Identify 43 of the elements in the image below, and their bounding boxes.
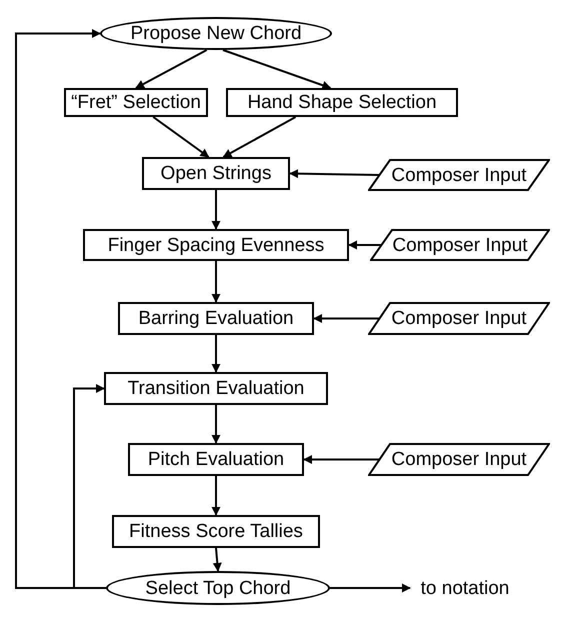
node-label: Composer Input	[391, 166, 527, 184]
arrow	[289, 169, 380, 178]
node-label: Fitness Score Tallies	[129, 522, 303, 541]
process-box	[118, 302, 314, 335]
arrow	[222, 49, 332, 90]
arrow	[212, 261, 220, 303]
process-box	[64, 88, 208, 117]
arrow	[73, 384, 106, 589]
node-label: Select Top Chord	[145, 578, 291, 598]
input-parallelogram	[370, 229, 550, 261]
node-label: Composer Input	[392, 236, 528, 254]
process-box	[112, 515, 320, 548]
node-label: Hand Shape Selection	[247, 93, 437, 112]
arrow	[152, 116, 210, 158]
arrow	[313, 314, 379, 323]
input-parallelogram	[368, 159, 550, 191]
arrow	[212, 476, 220, 516]
arrow	[212, 405, 220, 444]
node-label: “Fret” Selection	[71, 93, 201, 112]
input-parallelogram	[368, 302, 550, 335]
arrow	[212, 190, 220, 230]
node-label: Propose New Chord	[130, 24, 302, 43]
process-box	[226, 88, 458, 117]
arrow	[222, 116, 296, 158]
process-box	[128, 443, 304, 476]
node-label: Composer Input	[391, 309, 527, 328]
process-box	[104, 372, 328, 405]
arrow	[303, 455, 379, 464]
input-parallelogram	[368, 443, 550, 476]
edge-end-text: to notation	[420, 578, 510, 598]
node-label: Transition Evaluation	[128, 379, 304, 398]
arrow	[135, 49, 208, 89]
process-box	[142, 157, 290, 190]
node-label: Pitch Evaluation	[148, 450, 284, 469]
node-label: Composer Input	[391, 450, 527, 469]
node-label: Open Strings	[160, 164, 272, 183]
process-box	[83, 229, 349, 261]
arrow	[212, 548, 222, 572]
node-label: Barring Evaluation	[138, 309, 294, 328]
node-label: Finger Spacing Evenness	[108, 236, 324, 254]
arrow	[330, 584, 411, 592]
arrow	[212, 335, 220, 373]
arrow	[348, 240, 381, 250]
